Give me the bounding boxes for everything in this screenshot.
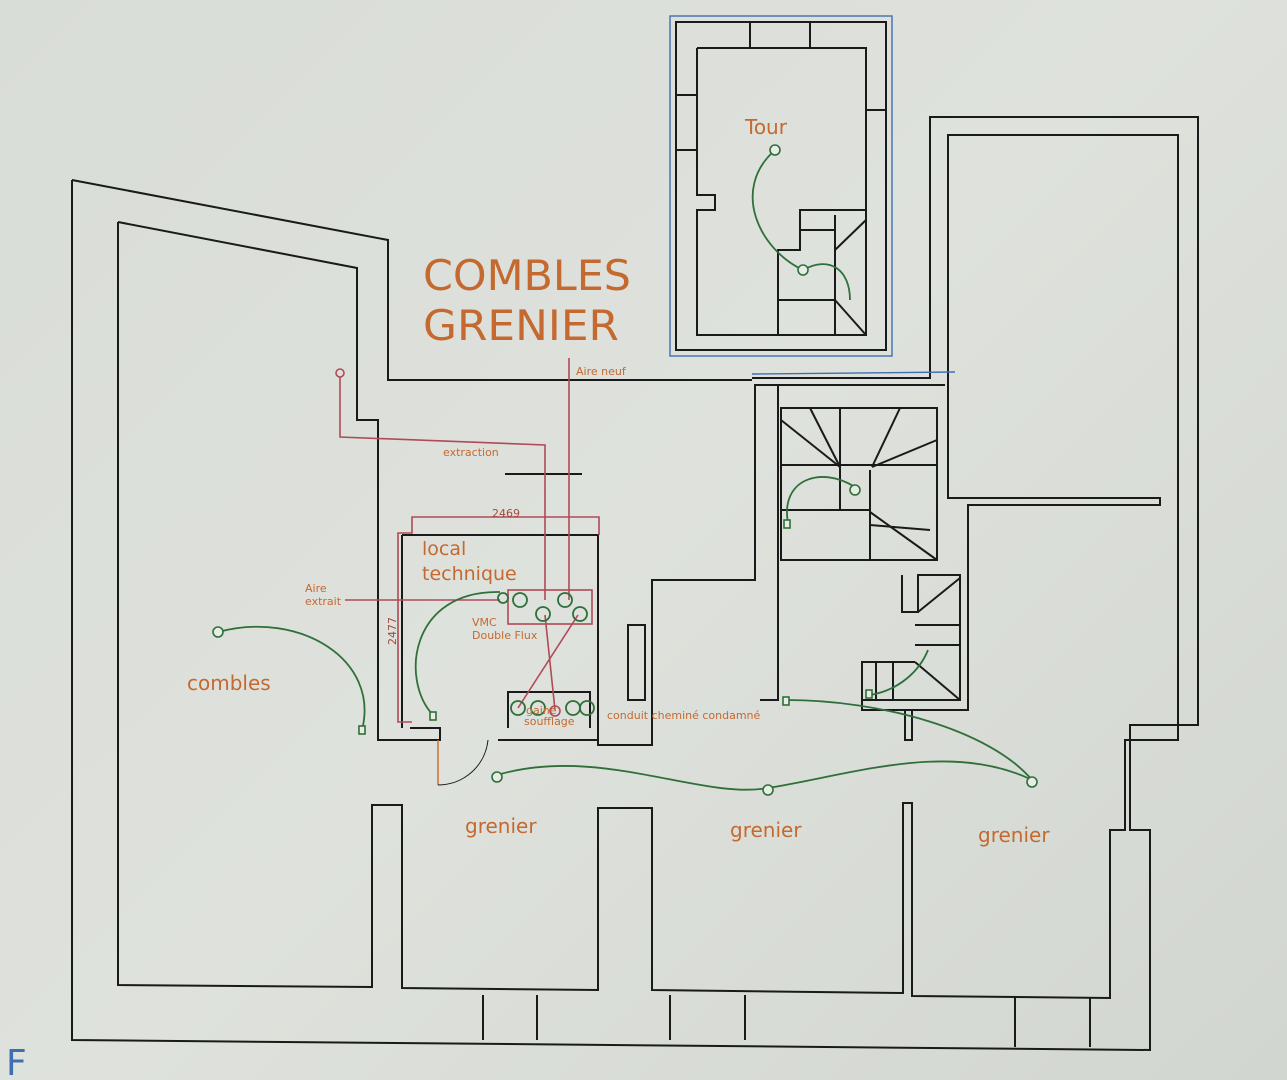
label-gaine: gaine [526,704,557,717]
dimension-width: 2469 [492,507,520,520]
title-combles: COMBLES [423,251,631,300]
main-walls [71,116,1199,1052]
room-label-grenier: grenier [978,823,1050,847]
corner-mark: F [6,1043,27,1080]
label-vmc: VMC [472,616,497,629]
label-conduit: conduit cheminé condamné [607,709,761,722]
dimension-height: 2477 [386,617,399,645]
tower-walls [669,15,893,357]
label-aire-neuf: Aire neuf [576,365,627,378]
staircase [780,407,961,701]
room-label-combles: combles [187,671,271,695]
label-double-flux: Double Flux [472,629,538,642]
label-soufflage: soufflage [524,715,575,728]
blue-outline [751,371,956,375]
vmc-unit [497,592,595,717]
room-label-grenier: grenier [465,814,537,838]
title-grenier: GRENIER [423,301,619,350]
room-label-grenier: grenier [730,818,802,842]
room-label-technique: technique [422,563,517,585]
label-aire: Aire [305,582,327,595]
vmc-ducts [335,358,600,786]
label-extraction: extraction [443,446,499,459]
electrical-lights [212,144,1038,796]
room-label-local: local [422,538,466,560]
room-label-tour: Tour [744,115,788,139]
label-extrait: extrait [305,595,342,608]
